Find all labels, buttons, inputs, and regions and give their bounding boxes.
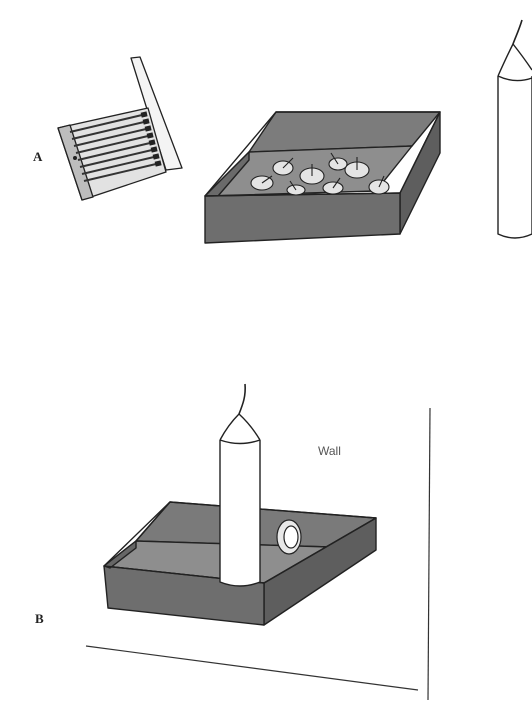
floor-line xyxy=(86,646,418,690)
thumbtack-icon xyxy=(277,520,301,554)
candle-icon xyxy=(220,384,260,586)
panel-b xyxy=(86,384,430,700)
candle-icon xyxy=(498,20,532,238)
wall-label: Wall xyxy=(318,444,341,458)
thumbtack-icon xyxy=(251,176,273,190)
wall-edge-line xyxy=(428,408,430,700)
matchbook-icon xyxy=(58,57,182,200)
panel-label-a: A xyxy=(33,149,42,165)
panel-label-b: B xyxy=(35,611,44,627)
panel-a xyxy=(58,20,532,243)
